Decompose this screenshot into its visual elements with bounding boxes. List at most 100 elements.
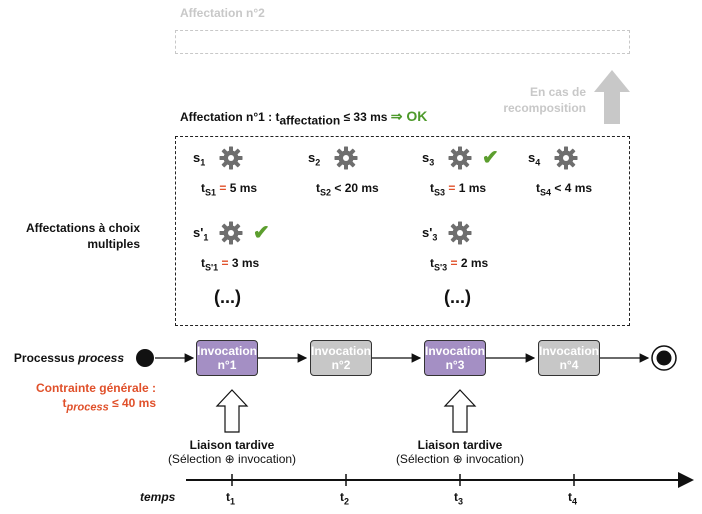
service-name-sub: 3 <box>432 232 438 243</box>
affectation-1-box <box>175 136 630 326</box>
service-name-sub: 1 <box>203 232 209 243</box>
tick-1-t: t <box>226 490 230 504</box>
constraint-suffix: ≤ 40 ms <box>108 396 156 410</box>
affectation-1-sub: affectation <box>279 113 341 128</box>
affectation-1-title: Affectation n°1 : taffectation ≤ 33 ms ⇒… <box>180 108 427 127</box>
affectation-1-prefix: Affectation n°1 : t <box>180 110 280 124</box>
recomposition-arrow-icon <box>594 70 630 124</box>
late-binding-3-title: Liaison tardive <box>417 438 503 452</box>
checkmark-icon: ✔ <box>482 147 499 169</box>
service-name-text: s <box>528 150 536 165</box>
tick-1-sub: 1 <box>230 496 236 507</box>
time-value: 2 ms <box>460 256 489 270</box>
time-value: 3 ms <box>231 256 260 270</box>
service-name-text: s' <box>422 225 433 240</box>
constraint-line2: tprocess ≤ 40 ms <box>4 396 156 415</box>
invocation-node-2[interactable]: Invocation n°2 <box>310 340 372 376</box>
invocation-node-1[interactable]: Invocation n°1 <box>196 340 258 376</box>
time-op: < <box>331 181 345 195</box>
constraint-sub: process <box>66 401 109 414</box>
invocation-1-line1: Invocation <box>197 344 258 358</box>
late-binding-1-title: Liaison tardive <box>189 438 275 452</box>
late-binding-arrow-1-icon <box>215 389 249 433</box>
recomposition-note: En cas de recomposition <box>480 84 586 116</box>
tick-label-2: t2 <box>340 490 349 506</box>
late-binding-1-caption: (Sélection ⊕ invocation) <box>167 452 297 466</box>
time-op: = <box>447 256 461 270</box>
ellipsis-right: (...) <box>444 287 471 307</box>
invocation-node-4[interactable]: Invocation n°4 <box>538 340 600 376</box>
affectation-2-box <box>175 30 630 54</box>
time-value: 20 ms <box>344 181 379 195</box>
service-name-text: s <box>422 150 430 165</box>
start-node <box>136 349 154 367</box>
multiple-choice-line1: Affectations à choix <box>25 221 140 235</box>
time-value: 1 ms <box>458 181 487 195</box>
tick-label-4: t4 <box>568 490 577 506</box>
time-op: = <box>218 256 232 270</box>
service-name-6: s'3 <box>422 225 437 243</box>
process-label: Processus process <box>4 351 124 365</box>
late-binding-1: Liaison tardive (Sélection ⊕ invocation) <box>162 438 302 466</box>
service-name-sub: 1 <box>200 157 206 168</box>
constraint-line1: Contrainte générale : <box>35 381 156 395</box>
service-time-1: tS1 = 5 ms <box>201 181 257 197</box>
service-name-text: s <box>193 150 201 165</box>
invocation-node-3[interactable]: Invocation n°3 <box>424 340 486 376</box>
late-binding-3-caption: (Sélection ⊕ invocation) <box>395 452 525 466</box>
tick-4-sub: 4 <box>572 496 578 507</box>
end-node <box>656 350 672 366</box>
tick-4-t: t <box>568 490 572 504</box>
recomposition-line2: recomposition <box>503 101 586 115</box>
checkmark-icon: ✔ <box>253 222 270 244</box>
multiple-choice-label: Affectations à choix multiples <box>4 220 140 252</box>
affectation-2-title: Affectation n°2 <box>180 6 265 20</box>
time-sub: S'1 <box>205 262 219 273</box>
time-value: 4 ms <box>564 181 593 195</box>
tick-label-1: t1 <box>226 490 235 506</box>
ellipsis-left: (...) <box>214 287 241 307</box>
gear-icon <box>219 221 243 245</box>
gear-icon <box>448 146 472 170</box>
service-name-3: s3 <box>422 150 434 168</box>
process-label-italic: process <box>77 351 124 365</box>
time-op: = <box>445 181 459 195</box>
service-name-text: s <box>308 150 316 165</box>
gear-icon <box>448 221 472 245</box>
service-time-5: tS'1 = 3 ms <box>201 256 259 272</box>
timeline-label: temps <box>140 490 176 504</box>
late-binding-arrow-3-icon <box>443 389 477 433</box>
multiple-choice-line2: multiples <box>87 237 140 251</box>
service-time-3: tS3 = 1 ms <box>430 181 486 197</box>
time-letter: t <box>316 181 320 195</box>
time-op: < <box>551 181 565 195</box>
service-name-sub: 4 <box>535 157 541 168</box>
service-time-6: tS'3 = 2 ms <box>430 256 488 272</box>
tick-3-sub: 3 <box>458 496 464 507</box>
service-name-2: s2 <box>308 150 320 168</box>
time-sub: S2 <box>320 187 332 198</box>
invocation-4-line1: Invocation <box>539 344 600 358</box>
time-letter: t <box>430 256 434 270</box>
service-name-5: s'1 <box>193 225 208 243</box>
time-sub: S3 <box>434 187 446 198</box>
time-letter: t <box>536 181 540 195</box>
time-sub: S1 <box>205 187 217 198</box>
process-label-prefix: Processus <box>13 351 78 365</box>
invocation-4-line2: n°4 <box>559 358 579 372</box>
time-letter: t <box>430 181 434 195</box>
late-binding-3: Liaison tardive (Sélection ⊕ invocation) <box>390 438 530 466</box>
service-name-sub: 3 <box>429 157 435 168</box>
tick-2-t: t <box>340 490 344 504</box>
invocation-3-line1: Invocation <box>425 344 486 358</box>
tick-3-t: t <box>454 490 458 504</box>
affectation-1-ok: ⇒ OK <box>390 108 428 124</box>
time-value: 5 ms <box>229 181 258 195</box>
time-letter: t <box>201 181 205 195</box>
gear-icon <box>554 146 578 170</box>
service-name-text: s' <box>193 225 204 240</box>
invocation-2-line1: Invocation <box>311 344 372 358</box>
gear-icon <box>219 146 243 170</box>
time-sub: S'3 <box>434 262 448 273</box>
